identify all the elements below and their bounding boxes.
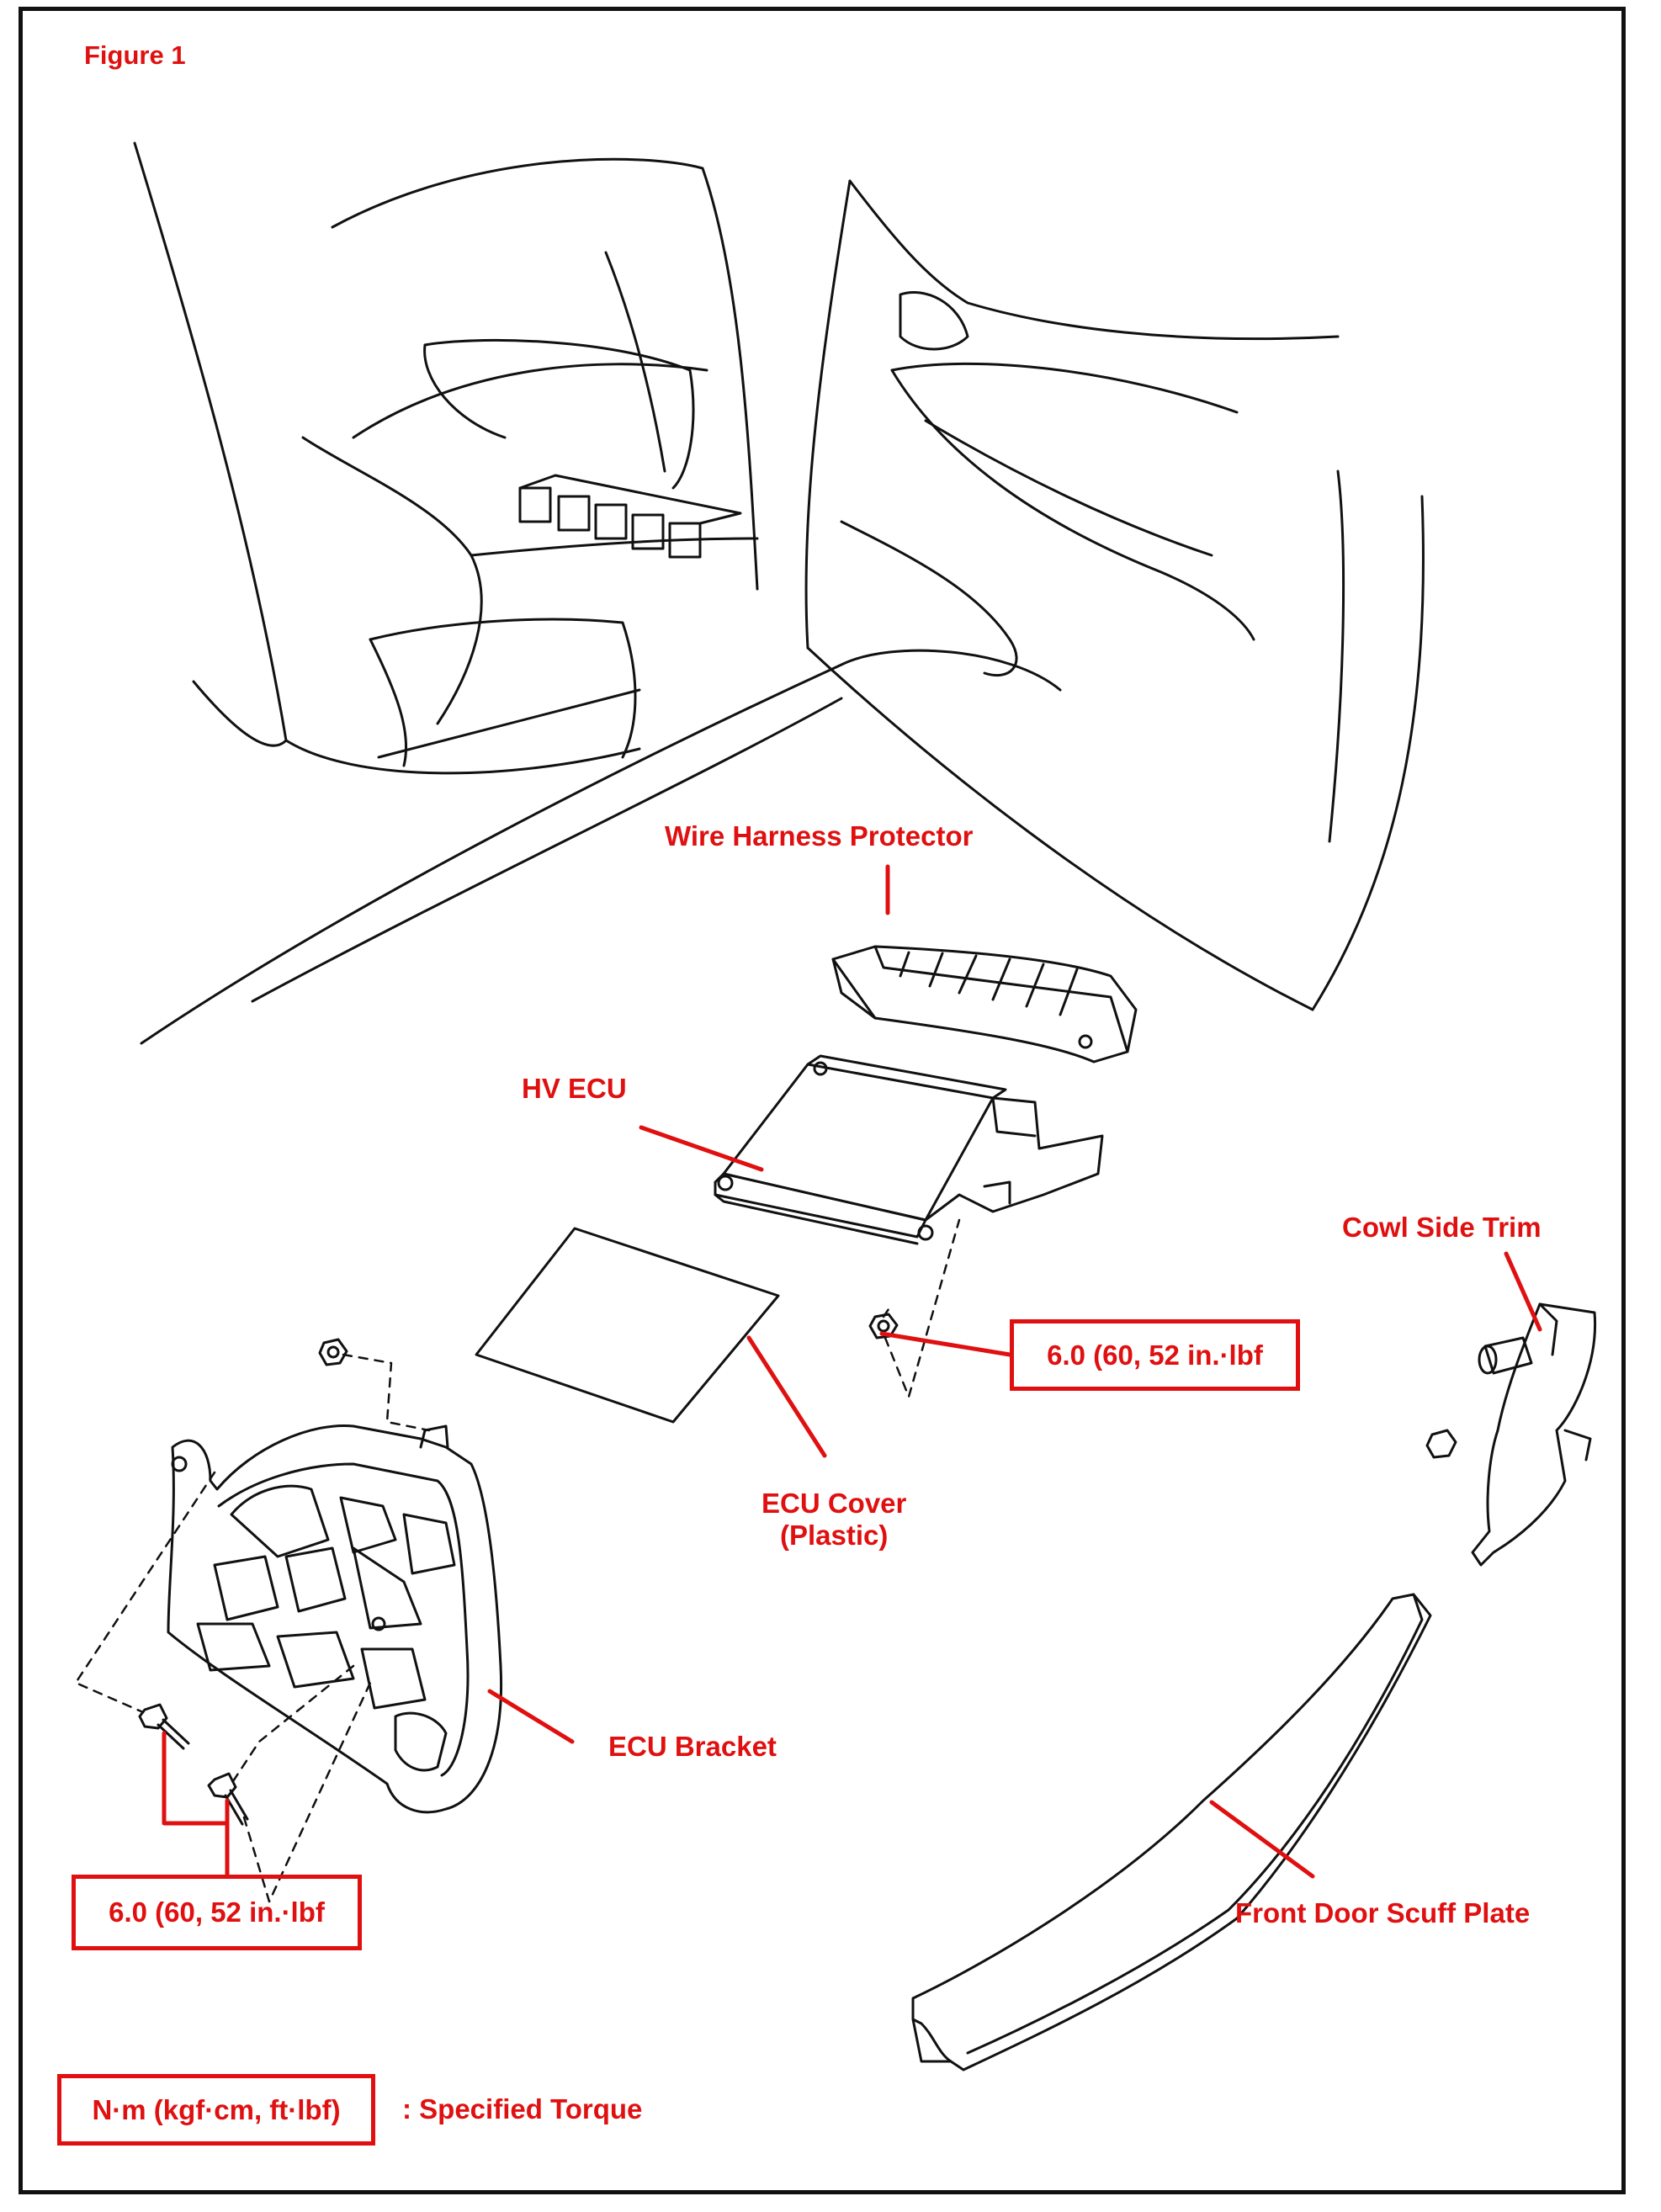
dashboard-kick-panel [133, 141, 759, 775]
cowl-side-trim-part [1471, 1302, 1597, 1567]
wire-harness-protector-label: Wire Harness Protector [665, 820, 974, 851]
front-door [804, 179, 1425, 1011]
hv-ecu-part [714, 1054, 1104, 1245]
hv-ecu-label: HV ECU [522, 1073, 627, 1104]
ecu-bracket-label: ECU Bracket [608, 1731, 777, 1762]
fasteners [138, 1313, 1457, 1826]
relay-block [518, 474, 742, 559]
ecu-cover-label: ECU Cover (Plastic) [762, 1488, 906, 1552]
label-leader-lines [162, 864, 1542, 1879]
torque-spec-hv-ecu-nut: 6.0 (60, 52 in.·lbf [1010, 1319, 1300, 1391]
ecu-cover-label-line2: (Plastic) [780, 1519, 889, 1551]
ecu-bracket-part [167, 1424, 503, 1814]
cowl-side-trim-label: Cowl Side Trim [1342, 1212, 1542, 1243]
ecu-cover-part [475, 1227, 780, 1424]
floor-lines [140, 649, 1062, 1045]
torque-spec-bracket-bolts: 6.0 (60, 52 in.·lbf [72, 1875, 362, 1950]
figure-title: Figure 1 [84, 40, 186, 70]
wire-harness-protector-part [831, 945, 1138, 1064]
figure-frame [19, 7, 1626, 2194]
ecu-cover-label-line1: ECU Cover [762, 1488, 907, 1519]
torque-legend-unit-box: N·m (kgf·cm, ft·lbf) [57, 2074, 375, 2146]
install-guide-lines [74, 1218, 961, 1903]
front-door-scuff-plate-part [911, 1593, 1432, 2071]
torque-legend-meaning: : Specified Torque [402, 2093, 643, 2124]
front-door-scuff-plate-label: Front Door Scuff Plate [1235, 1897, 1531, 1928]
